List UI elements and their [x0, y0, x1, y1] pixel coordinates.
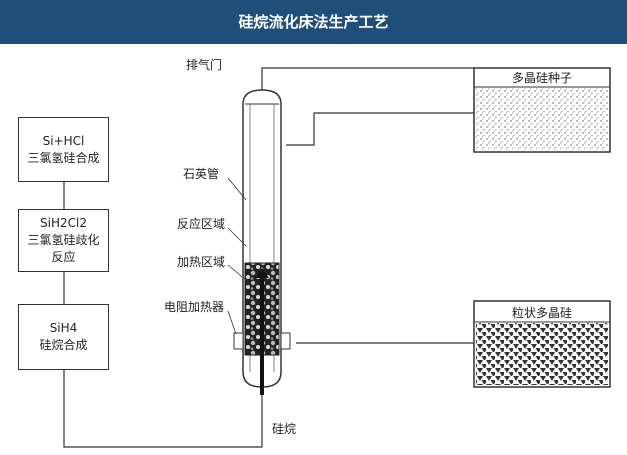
arrow-up-icon [255, 268, 269, 278]
label-heating-zone: 加热区域 [177, 255, 226, 269]
seed-feed-line [286, 112, 474, 146]
box-name: 三氯氢硅合成 [27, 150, 100, 165]
granular-fill [476, 323, 608, 385]
label-heater: 电阻加热器 [164, 300, 225, 314]
box-name: 硅烷合成 [39, 338, 88, 352]
diagram-title: 硅烷流化床法生产工艺 [238, 13, 389, 31]
label-quartz-tube: 石英管 [183, 167, 220, 181]
leader-line [227, 177, 247, 201]
seeds-bin-title: 多晶硅种子 [511, 71, 572, 85]
silane-feed-line [63, 370, 263, 448]
label-reaction-zone: 反应区域 [177, 217, 226, 231]
label-silane: 硅烷 [272, 422, 297, 436]
box-formula: SiH4 [49, 321, 78, 335]
box-sih4: SiH4 硅烷合成 [18, 304, 109, 370]
box-si-hcl: Si+HCl 三氯氢硅合成 [18, 117, 109, 182]
heater-element-left [233, 332, 244, 350]
header-bar: 硅烷流化床法生产工艺 [0, 0, 627, 44]
diagram-canvas [0, 44, 627, 455]
box-formula: SiH2Cl2 [40, 216, 87, 230]
leader-line [227, 310, 237, 335]
label-exhaust: 排气门 [186, 58, 223, 72]
box-name: 三氯氢硅歧化 [27, 233, 100, 247]
box-formula: Si+HCl [42, 133, 85, 148]
diagram-svg [60, 67, 611, 448]
seeds-fill [476, 88, 608, 150]
leader-line [227, 264, 247, 281]
box-sih2cl2: SiH2Cl2 三氯氢硅歧化 反应 [18, 209, 109, 272]
granular-bin-title: 粒状多晶硅 [511, 306, 572, 320]
exhaust-line [261, 67, 474, 90]
leader-line [227, 227, 247, 247]
heater-element-right [280, 332, 291, 350]
box-name-line2: 反应 [51, 250, 76, 264]
